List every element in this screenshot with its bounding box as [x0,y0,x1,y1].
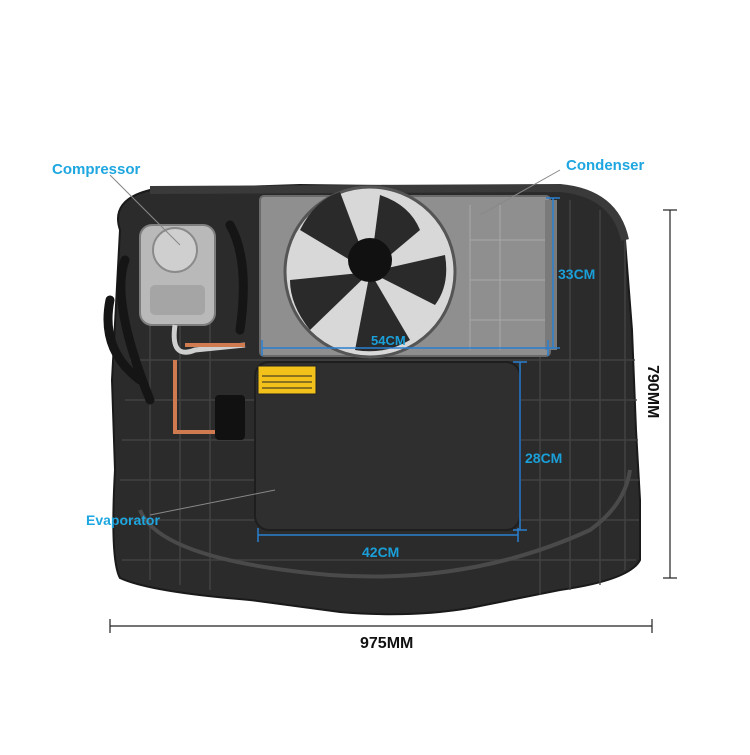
evaporator-width-label: 42CM [362,544,400,560]
copper-pipes [173,343,245,434]
tray-rim [149,183,629,241]
evaporator-label: Evaporator [86,512,160,528]
condenser-width-label: 54CM [371,333,406,348]
dimension-lines-blue [257,197,560,542]
dimension-lines-black [109,209,677,633]
fan-motor [348,238,392,282]
hoses [103,220,248,405]
condenser-height-label: 33CM [558,266,596,282]
evaporator-height-label: 28CM [525,450,563,466]
label-pointers [109,169,561,516]
compressor-label: Compressor [52,161,141,178]
condenser-label: Condenser [566,157,645,174]
total-height-label: 790MM [644,365,661,419]
warning-sticker [257,365,317,395]
evaporator-unit [215,361,521,531]
condenser-unit [259,185,557,359]
tray-arc [138,469,632,579]
compressor-unit [139,224,246,355]
total-width-label: 975MM [360,635,414,652]
